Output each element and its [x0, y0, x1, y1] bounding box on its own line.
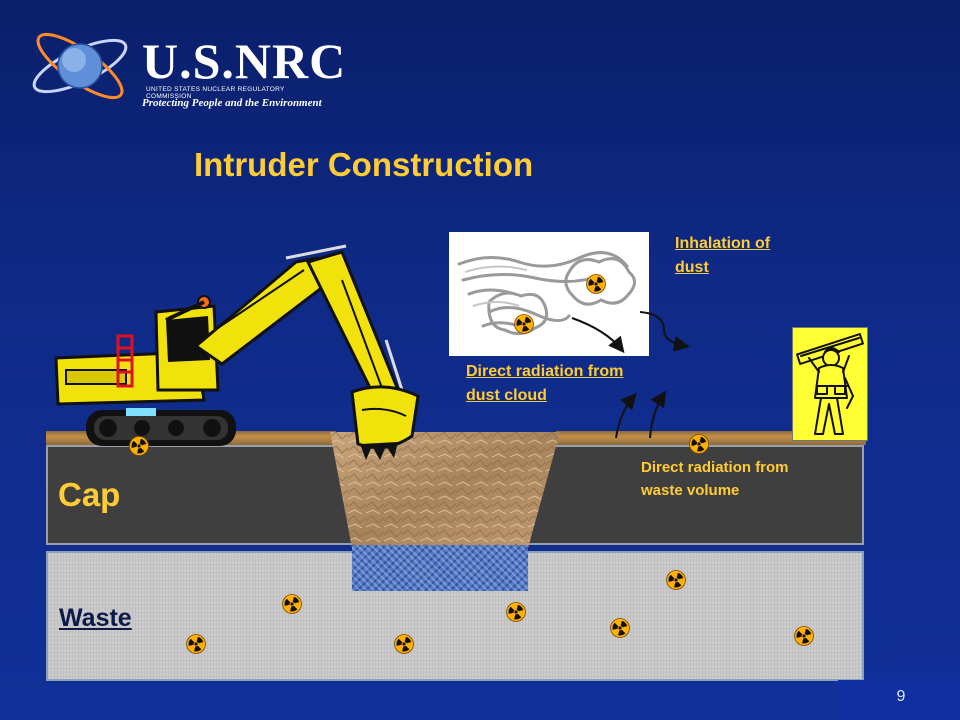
radiation-icon	[282, 594, 302, 614]
logo-subtitle: United States Nuclear Regulatory Commiss…	[146, 86, 285, 100]
excavation-pit	[330, 432, 560, 548]
topsoil-right	[556, 431, 866, 445]
label-inhalation-line1: Inhalation of	[675, 235, 771, 252]
radiation-icon	[514, 314, 534, 334]
arrow-to-dust-label	[571, 317, 625, 354]
radiation-icon	[186, 634, 206, 654]
label-dust-cloud: Direct radiation from dust cloud	[466, 360, 696, 408]
label-waste-volume-line1: Direct radiation from	[641, 459, 789, 476]
waste-label: Waste	[59, 604, 132, 632]
logo-brand: U.S.NRC	[142, 33, 347, 89]
radiation-icon	[129, 436, 149, 456]
arrow-up-left	[615, 392, 637, 439]
label-dust-cloud-line2: dust cloud	[466, 387, 547, 404]
exposed-waste	[352, 545, 528, 591]
dust-cloud-icon	[457, 251, 636, 335]
slide-title: Intruder Construction	[194, 146, 534, 183]
cap-label: Cap	[58, 476, 121, 513]
logo-tagline: Protecting People and the Environment	[142, 97, 322, 109]
arrow-up-right	[649, 390, 667, 439]
radiation-icon	[586, 274, 606, 294]
arrow-to-worker-upper	[639, 311, 690, 352]
page-number: 9	[838, 680, 960, 720]
radiation-icon	[394, 634, 414, 654]
radiation-icon	[610, 618, 630, 638]
radiation-icon	[794, 626, 814, 646]
radiation-icon	[689, 434, 709, 454]
radiation-icon	[666, 570, 686, 590]
page-number-text: 9	[896, 688, 906, 705]
label-waste-volume: Direct radiation from waste volume	[641, 456, 871, 502]
worker-panel	[792, 327, 868, 441]
radiation-icon	[506, 602, 526, 622]
radiation-arrows	[571, 311, 690, 439]
label-dust-cloud-line1: Direct radiation from	[466, 363, 624, 380]
dust-cloud-panel	[449, 232, 649, 356]
atom-globe-icon	[32, 32, 128, 100]
construction-worker-icon	[796, 333, 864, 435]
label-inhalation-line2: dust	[675, 259, 709, 276]
excavator-icon	[54, 244, 420, 460]
label-inhalation: Inhalation of dust	[675, 232, 835, 280]
label-waste-volume-line2: waste volume	[641, 482, 740, 499]
nrc-logo: U.S.NRC United States Nuclear Regulatory…	[24, 20, 345, 110]
